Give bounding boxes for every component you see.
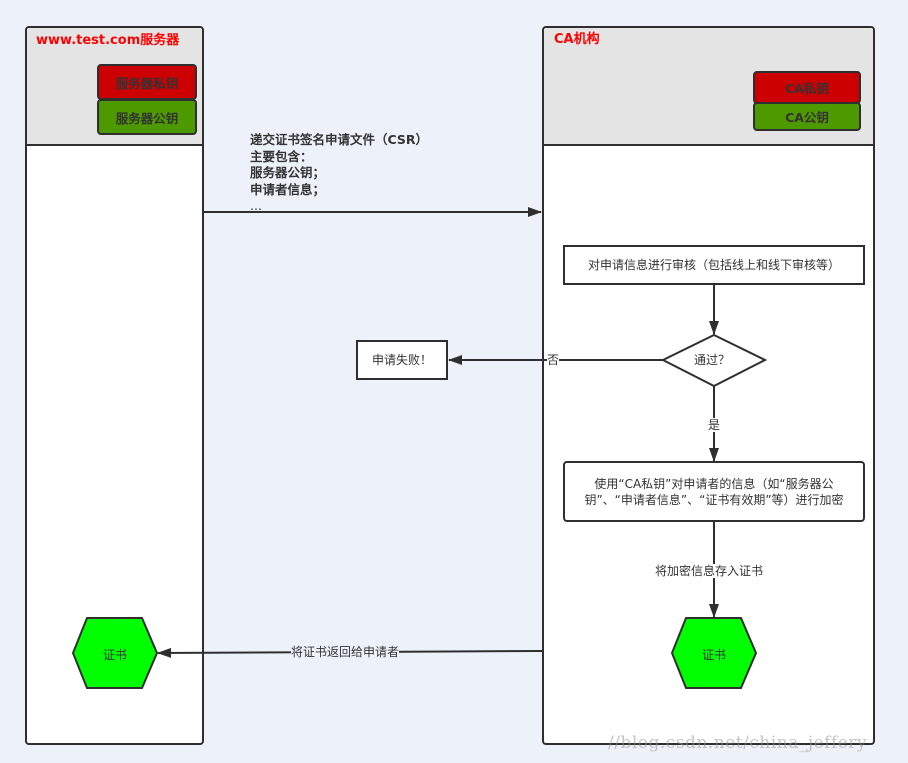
- store-label: 将加密信息存入证书: [655, 564, 764, 578]
- ca-private-key: CA私钥: [753, 71, 861, 104]
- csr-line: 申请者信息；: [250, 181, 326, 197]
- certificate-ca-hexagon: [670, 617, 758, 689]
- fail-result-box: 申请失败！: [356, 340, 448, 380]
- decision-label: 通过？: [694, 353, 731, 367]
- server-lane-header: www.test.com服务器 服务器私钥 服务器公钥: [27, 28, 202, 146]
- watermark: //blog.csdn.net/china_jeffery: [608, 733, 868, 753]
- csr-line: 主要包含：: [250, 148, 313, 164]
- server-lane-title: www.test.com服务器: [36, 33, 180, 48]
- review-step-box: 对申请信息进行审核（包括线上和线下审核等）: [563, 245, 865, 285]
- no-label: 否: [547, 353, 560, 367]
- csr-line: ...: [250, 198, 262, 213]
- ca-lane-header: CA机构 CA私钥 CA公钥: [544, 28, 873, 146]
- certificate-server-hexagon: [71, 617, 159, 689]
- csr-line: 服务器公钥；: [250, 165, 326, 180]
- csr-line: 递交证书签名申请文件（CSR）: [250, 132, 429, 147]
- return-label: 将证书返回给申请者: [291, 645, 400, 659]
- ca-lane-title: CA机构: [554, 32, 600, 47]
- yes-label: 是: [708, 418, 721, 432]
- ca-public-key: CA公钥: [753, 102, 861, 131]
- certificate-server-label: 证书: [102, 648, 127, 662]
- server-public-key: 服务器公钥: [97, 99, 197, 135]
- encrypt-step-box: 使用“CA私钥”对申请者的信息（如“服务器公钥”、“申请者信息”、“证书有效期”…: [563, 461, 865, 522]
- certificate-ca-label: 证书: [701, 648, 726, 662]
- csr-message: 递交证书签名申请文件（CSR） 主要包含： 服务器公钥； 申请者信息； ...: [250, 132, 428, 215]
